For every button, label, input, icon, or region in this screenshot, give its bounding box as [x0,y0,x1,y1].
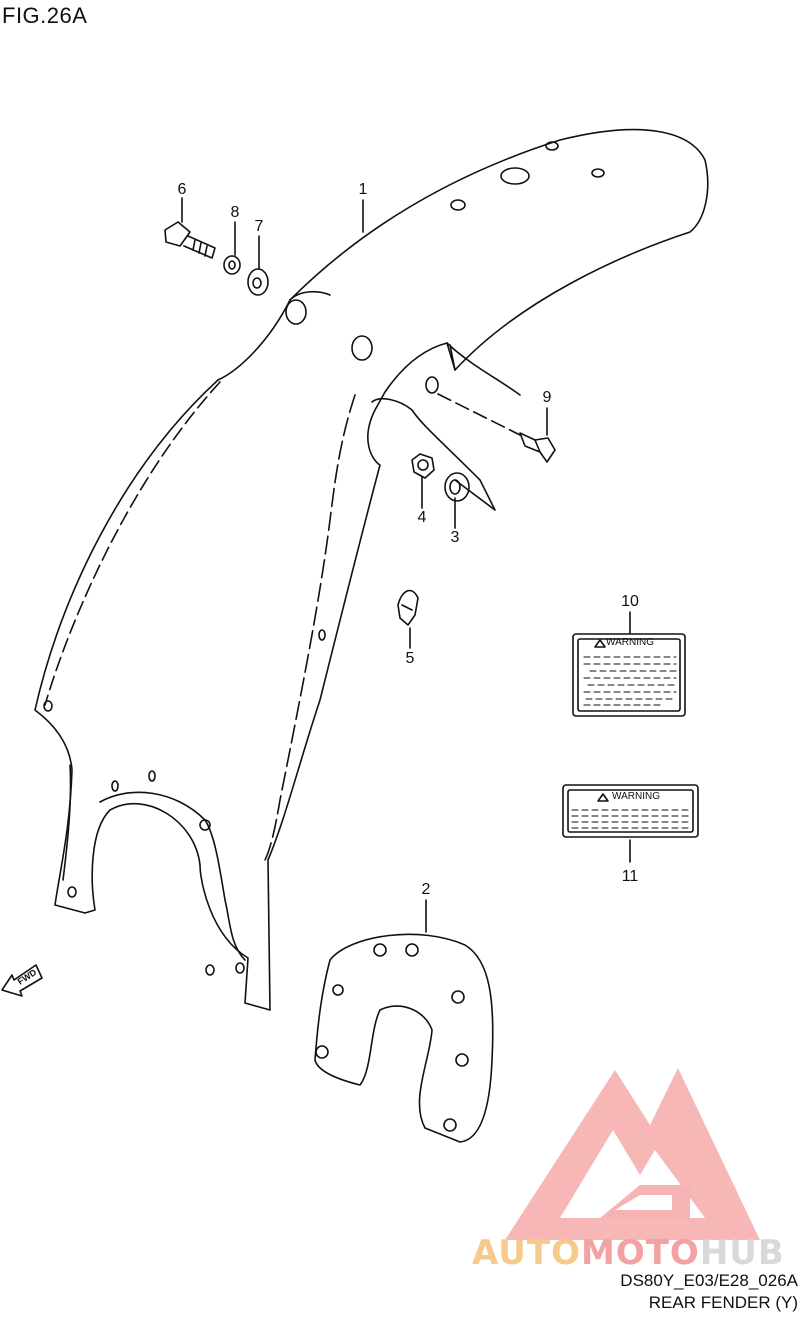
callout-10: 10 [621,593,639,610]
bolt-part-6 [164,221,216,259]
callout-9: 9 [542,389,552,406]
figure-caption: REAR FENDER (Y) [648,1293,798,1312]
warning-label-part-10 [572,633,686,717]
watermark-text: AUTOMOTOHUB [472,1233,785,1273]
callout-8: 8 [230,204,240,221]
warning-label-text-11: WARNING [612,791,660,802]
nut-part-3 [444,472,470,502]
figure-title: FIG.26A [2,3,88,28]
fwd-arrow [1,964,43,997]
nut-part-4 [411,453,435,479]
watermark-part-3: HUB [699,1233,785,1273]
washer-part-7 [247,268,269,296]
callout-7: 7 [254,218,264,235]
callout-11: 11 [621,868,639,885]
callout-3: 3 [450,529,460,546]
watermark-part-2: MOTO [580,1233,700,1273]
callout-5: 5 [405,650,415,667]
clip-part-5 [397,589,419,626]
warning-label-text-10: WARNING [606,637,654,648]
callout-6: 6 [177,181,187,198]
callout-2: 2 [421,881,431,898]
washer-part-8 [223,255,241,275]
callout-1: 1 [358,181,368,198]
callout-4: 4 [417,509,427,526]
watermark-logo-icon [505,1068,760,1240]
mud-flap-part-2 [314,933,494,1143]
watermark-part-1: AUTO [472,1233,581,1273]
warning-label-part-11 [562,784,699,838]
rear-fender-part-1 [34,128,709,1011]
bolt-part-9 [519,432,556,463]
figure-code: DS80Y_E03/E28_026A [620,1271,798,1290]
